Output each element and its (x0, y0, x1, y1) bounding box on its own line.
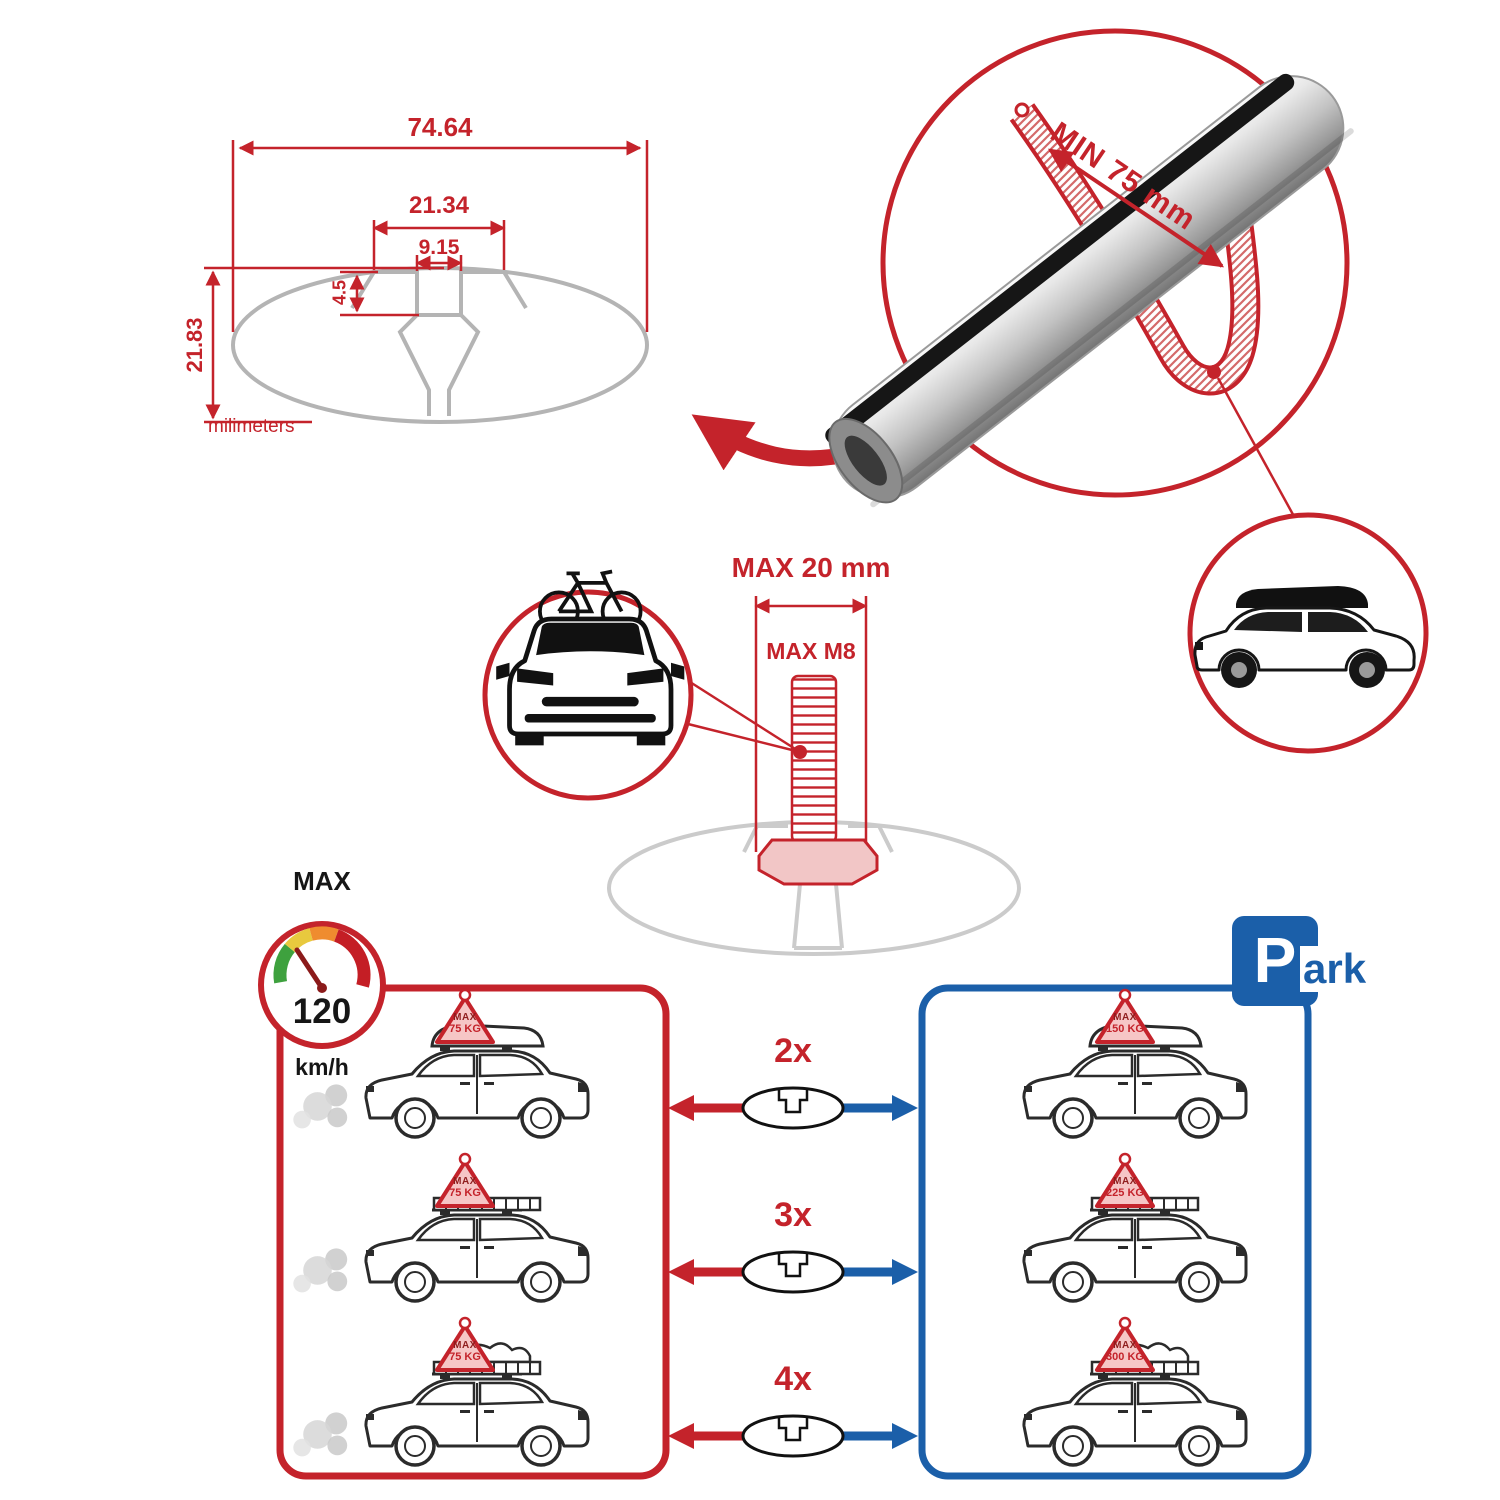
speed-value: 120 (292, 992, 352, 1031)
dim-total-width: 74.64 (407, 112, 473, 142)
aluminium-bar-render (825, 73, 1354, 508)
arrow-right-icon (892, 1095, 918, 1121)
load-flag (435, 1324, 495, 1372)
bolt-diagram (607, 596, 1021, 956)
arrow-left-icon (668, 1095, 694, 1121)
speed-units: km/h (295, 1054, 349, 1080)
flag-parked-2: MAX 225 KG (1106, 1176, 1144, 1200)
arrow-right-icon (892, 1423, 918, 1449)
speed-max-label: MAX (293, 866, 351, 896)
dim-slot-width: 9.15 (418, 236, 460, 259)
bolt-max-thread-label: MAX M8 (766, 638, 856, 664)
flag-driving-2: MAX 75 KG (449, 1176, 481, 1200)
arrow-right-icon (892, 1259, 918, 1285)
load-flag (1095, 1324, 1155, 1372)
load-flag (1095, 1160, 1155, 1208)
callout-dot (793, 745, 807, 759)
load-flag (435, 1160, 495, 1208)
roof-box (1236, 586, 1368, 608)
dim-slot-depth: 4.5 (329, 279, 350, 306)
callout-dot (1207, 365, 1221, 379)
bar-detail-circle (825, 28, 1354, 521)
suv-side-view (1193, 586, 1416, 688)
dimension-lines (204, 140, 649, 424)
channel-profile (350, 270, 528, 317)
bar-cross-section-icon (741, 1414, 845, 1458)
car-front-view-with-bike (496, 569, 685, 746)
multiplier-2x: 2x (774, 1032, 812, 1070)
multiplier-rows (668, 1086, 918, 1458)
units-label: milimeters (208, 416, 295, 437)
bar-cross-section-icon (741, 1086, 845, 1130)
bolt-max-width-label: MAX 20 mm (731, 552, 891, 583)
threaded-bolt (790, 674, 838, 844)
arrow-left-icon (668, 1259, 694, 1285)
bar-cross-section-icon (741, 1250, 845, 1294)
flag-driving-1: MAX 75 KG (449, 1012, 481, 1036)
bike-car-circle (482, 569, 694, 801)
multiplier-4x: 4x (774, 1360, 812, 1398)
load-flags (435, 988, 1155, 1372)
dim-channel-width: 21.34 (408, 192, 470, 219)
load-flag (1095, 996, 1155, 1044)
speed-gauge (258, 921, 386, 1049)
parking-sign-letter: P (1253, 924, 1297, 996)
min-span-arrow (1048, 148, 1224, 268)
arrow-left-icon (668, 1423, 694, 1449)
dim-total-height: 21.83 (182, 317, 207, 373)
multiplier-3x: 3x (774, 1196, 812, 1234)
gauge-needle (294, 947, 325, 991)
flag-parked-1: MAX 150 KG (1106, 1012, 1144, 1036)
parking-sign-rest: ark (1300, 945, 1370, 993)
bolt-head (757, 838, 879, 886)
flag-parked-3: MAX 300 KG (1106, 1340, 1144, 1364)
cross-section-diagram (204, 140, 860, 471)
suv-roofbox-circle (1187, 512, 1429, 754)
load-flag (435, 996, 495, 1044)
flag-driving-3: MAX 75 KG (449, 1340, 481, 1364)
